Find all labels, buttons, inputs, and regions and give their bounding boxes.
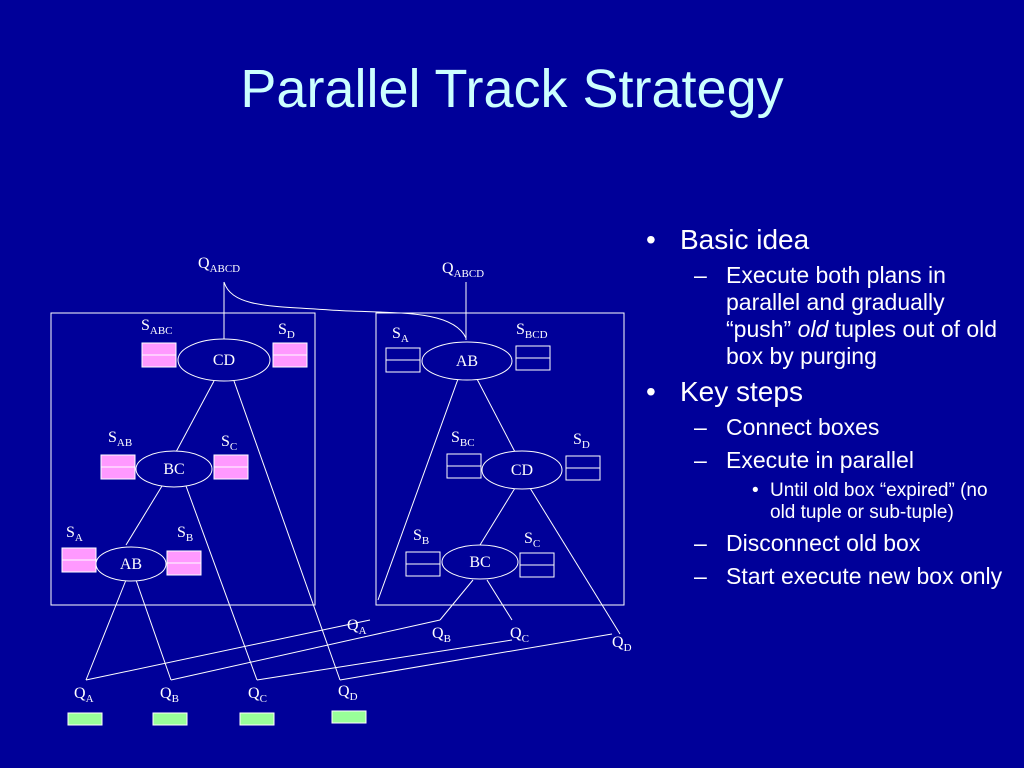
bullet-execute-parallel: –Execute in parallel bbox=[640, 447, 1010, 474]
operator-bc-new: BC bbox=[441, 544, 519, 580]
state-box-sbc bbox=[446, 453, 482, 479]
label-s-c-old: SC bbox=[221, 433, 237, 453]
label-s-d-new: SD bbox=[573, 431, 590, 451]
conn-qb bbox=[170, 619, 441, 681]
state-box-sa-new bbox=[385, 347, 421, 373]
dash-icon: – bbox=[694, 414, 707, 440]
edge-ab-qa bbox=[85, 579, 127, 681]
label-s-d-old: SD bbox=[278, 321, 295, 341]
label-s-a-old: SA bbox=[66, 524, 83, 544]
operator-bc-old: BC bbox=[135, 450, 213, 488]
bullet-text: Connect boxes bbox=[726, 414, 880, 440]
conn-qd bbox=[339, 633, 613, 681]
label-s-a-new: SA bbox=[392, 325, 409, 345]
input-queue-qb bbox=[152, 712, 188, 726]
bullet-text: Execute both plans in parallel and gradu… bbox=[726, 262, 946, 342]
label-s-bc: SBC bbox=[451, 429, 475, 449]
dash-icon: – bbox=[694, 447, 707, 473]
label-s-b-old: SB bbox=[177, 524, 193, 544]
label-q-a: QA bbox=[74, 685, 94, 705]
label-q-b: QB bbox=[160, 685, 179, 705]
bullet-text-italic: old bbox=[797, 316, 829, 342]
dash-icon: – bbox=[694, 262, 707, 288]
edge-ab-qa-new bbox=[377, 378, 459, 601]
edge-root-to-new-plan bbox=[223, 281, 467, 339]
label-q-abcd-new: QABCD bbox=[442, 260, 484, 280]
label-s-ab: SAB bbox=[108, 429, 132, 449]
edge-bc-ab bbox=[125, 485, 163, 546]
bullet-text: Key steps bbox=[680, 376, 803, 407]
label-s-b-new: SB bbox=[413, 527, 429, 547]
conn-qa bbox=[85, 619, 371, 681]
bullet-start-new: –Start execute new box only bbox=[640, 563, 1010, 590]
label-s-abc: SABC bbox=[141, 317, 173, 337]
edge-cd-qd bbox=[233, 380, 341, 681]
operator-label: AB bbox=[120, 556, 142, 573]
state-box-sd-old bbox=[272, 342, 308, 368]
state-box-sabc bbox=[141, 342, 177, 368]
operator-cd-new: CD bbox=[481, 450, 563, 490]
state-box-sbcd bbox=[515, 345, 551, 371]
bullet-text: Start execute new box only bbox=[726, 563, 1003, 589]
edge-cd-qd-new bbox=[529, 487, 621, 635]
operator-label: BC bbox=[163, 461, 184, 478]
bullet-until-expired: • Until old box “expired” (no old tuple o… bbox=[640, 480, 1010, 524]
label-q-c: QC bbox=[248, 685, 267, 705]
operator-label: AB bbox=[456, 353, 478, 370]
bullet-basic-idea: • Basic idea bbox=[640, 224, 1010, 256]
bullet-text: Disconnect old box bbox=[726, 530, 921, 556]
label-q-abcd-old: QABCD bbox=[198, 255, 240, 275]
bullet-execute-both: –Execute both plans in parallel and grad… bbox=[640, 262, 1010, 370]
label-q-d-new: QD bbox=[612, 634, 632, 654]
operator-label: CD bbox=[213, 352, 235, 369]
label-q-d: QD bbox=[338, 683, 358, 703]
label-q-a-new: QA bbox=[347, 617, 367, 637]
label-q-c-new: QC bbox=[510, 625, 529, 645]
bullet-key-steps: • Key steps bbox=[640, 376, 1010, 408]
operator-label: CD bbox=[511, 462, 533, 479]
dash-icon: – bbox=[694, 530, 707, 556]
edge-ab-qb bbox=[135, 579, 172, 681]
bullet-text: tuples out of old box by purging bbox=[726, 316, 998, 369]
operator-label: BC bbox=[469, 554, 490, 571]
conn-qc bbox=[256, 639, 513, 681]
label-s-c-new: SC bbox=[524, 530, 540, 550]
bullet-dot-icon: • bbox=[752, 480, 759, 501]
edge-bc-qc-new bbox=[486, 579, 513, 621]
state-box-sa-old bbox=[61, 547, 97, 573]
bullet-dot-icon: • bbox=[646, 224, 656, 255]
bullet-disconnect: –Disconnect old box bbox=[640, 530, 1010, 557]
input-queue-qa bbox=[67, 712, 103, 726]
state-box-sb-old bbox=[166, 550, 202, 576]
edge-cd-bc bbox=[175, 380, 215, 453]
input-queue-qc bbox=[239, 712, 275, 726]
state-box-sb-new bbox=[405, 551, 441, 577]
bullet-text: Basic idea bbox=[680, 224, 810, 255]
operator-ab-old: AB bbox=[95, 546, 167, 582]
edge-bc-qc bbox=[185, 485, 258, 681]
bullet-dot-icon: • bbox=[646, 376, 656, 407]
dash-icon: – bbox=[694, 563, 707, 589]
bullet-text: Execute in parallel bbox=[726, 447, 914, 473]
edge-cd-bc-new bbox=[479, 487, 516, 546]
bullet-connect-boxes: –Connect boxes bbox=[640, 414, 1010, 441]
edge-ab-cd-new bbox=[476, 378, 516, 453]
state-box-sab bbox=[100, 454, 136, 480]
new-plan-box bbox=[375, 312, 625, 606]
state-box-sd-new bbox=[565, 455, 601, 481]
state-box-sc-old bbox=[213, 454, 249, 480]
old-plan-box bbox=[50, 312, 316, 606]
edge-bc-qb-new bbox=[439, 579, 474, 621]
operator-cd-old: CD bbox=[177, 338, 271, 382]
bullet-list: •Basic idea –Execute both plans in paral… bbox=[640, 224, 1010, 596]
state-box-sc-new bbox=[519, 552, 555, 578]
input-queue-qd bbox=[331, 710, 367, 724]
operator-ab-new: AB bbox=[421, 341, 513, 381]
label-s-bcd: SBCD bbox=[516, 321, 548, 341]
label-q-b-new: QB bbox=[432, 625, 451, 645]
slide-title: Parallel Track Strategy bbox=[240, 59, 784, 119]
bullet-text: Until old box “expired” (no old tuple or… bbox=[770, 480, 988, 523]
